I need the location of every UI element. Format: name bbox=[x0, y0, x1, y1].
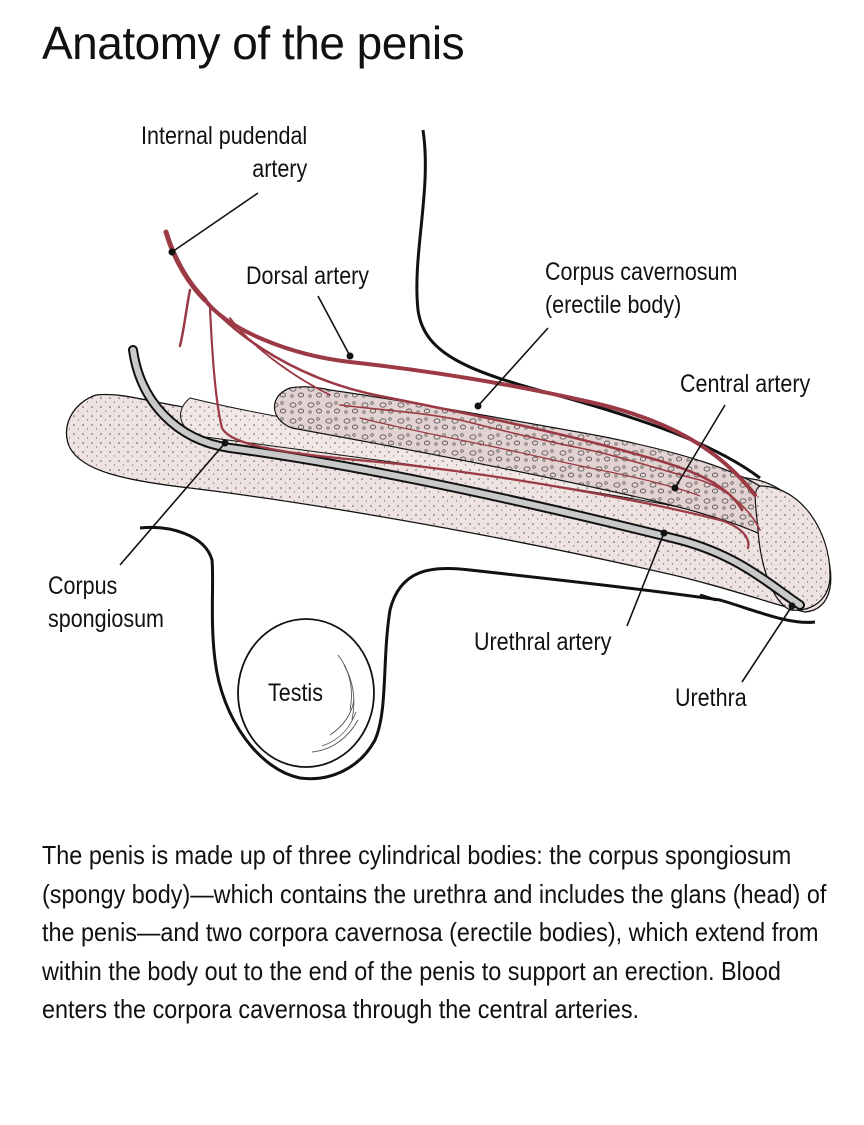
label-urethral-artery: Urethral artery bbox=[474, 628, 612, 656]
leader-lines bbox=[119, 192, 793, 683]
label-urethra: Urethra bbox=[675, 684, 747, 712]
label-corpus-cavernosum: Corpus cavernosum (erectile body) bbox=[545, 258, 738, 319]
label-dorsal-artery: Dorsal artery bbox=[246, 262, 370, 290]
leader-internal-pudendal bbox=[171, 192, 259, 253]
label-corpus-spongiosum: Corpus spongiosum bbox=[48, 572, 164, 633]
leader-corpus-cavernosum bbox=[477, 327, 549, 407]
internal-pudendal-artery-line bbox=[163, 229, 208, 303]
leader-urethra bbox=[741, 605, 793, 683]
page-title: Anatomy of the penis bbox=[42, 17, 465, 69]
artery-network bbox=[163, 229, 761, 550]
testis-shading bbox=[311, 654, 359, 753]
leader-central-artery bbox=[674, 404, 726, 489]
leader-corpus-spongiosum bbox=[119, 442, 226, 566]
caption-text: The penis is made up of three cylindrica… bbox=[42, 840, 827, 1024]
label-internal-pudendal-artery: Internal pudendal artery bbox=[140, 122, 307, 183]
label-testis: Testis bbox=[268, 679, 323, 707]
leader-dots bbox=[168, 248, 796, 610]
label-central-artery: Central artery bbox=[680, 370, 811, 398]
testis-shape bbox=[237, 618, 375, 768]
penis-anatomy-diagram bbox=[65, 129, 832, 781]
leader-urethral-artery bbox=[626, 532, 665, 627]
leader-dorsal-artery bbox=[317, 295, 351, 357]
shaft-lower-skin bbox=[139, 525, 816, 781]
